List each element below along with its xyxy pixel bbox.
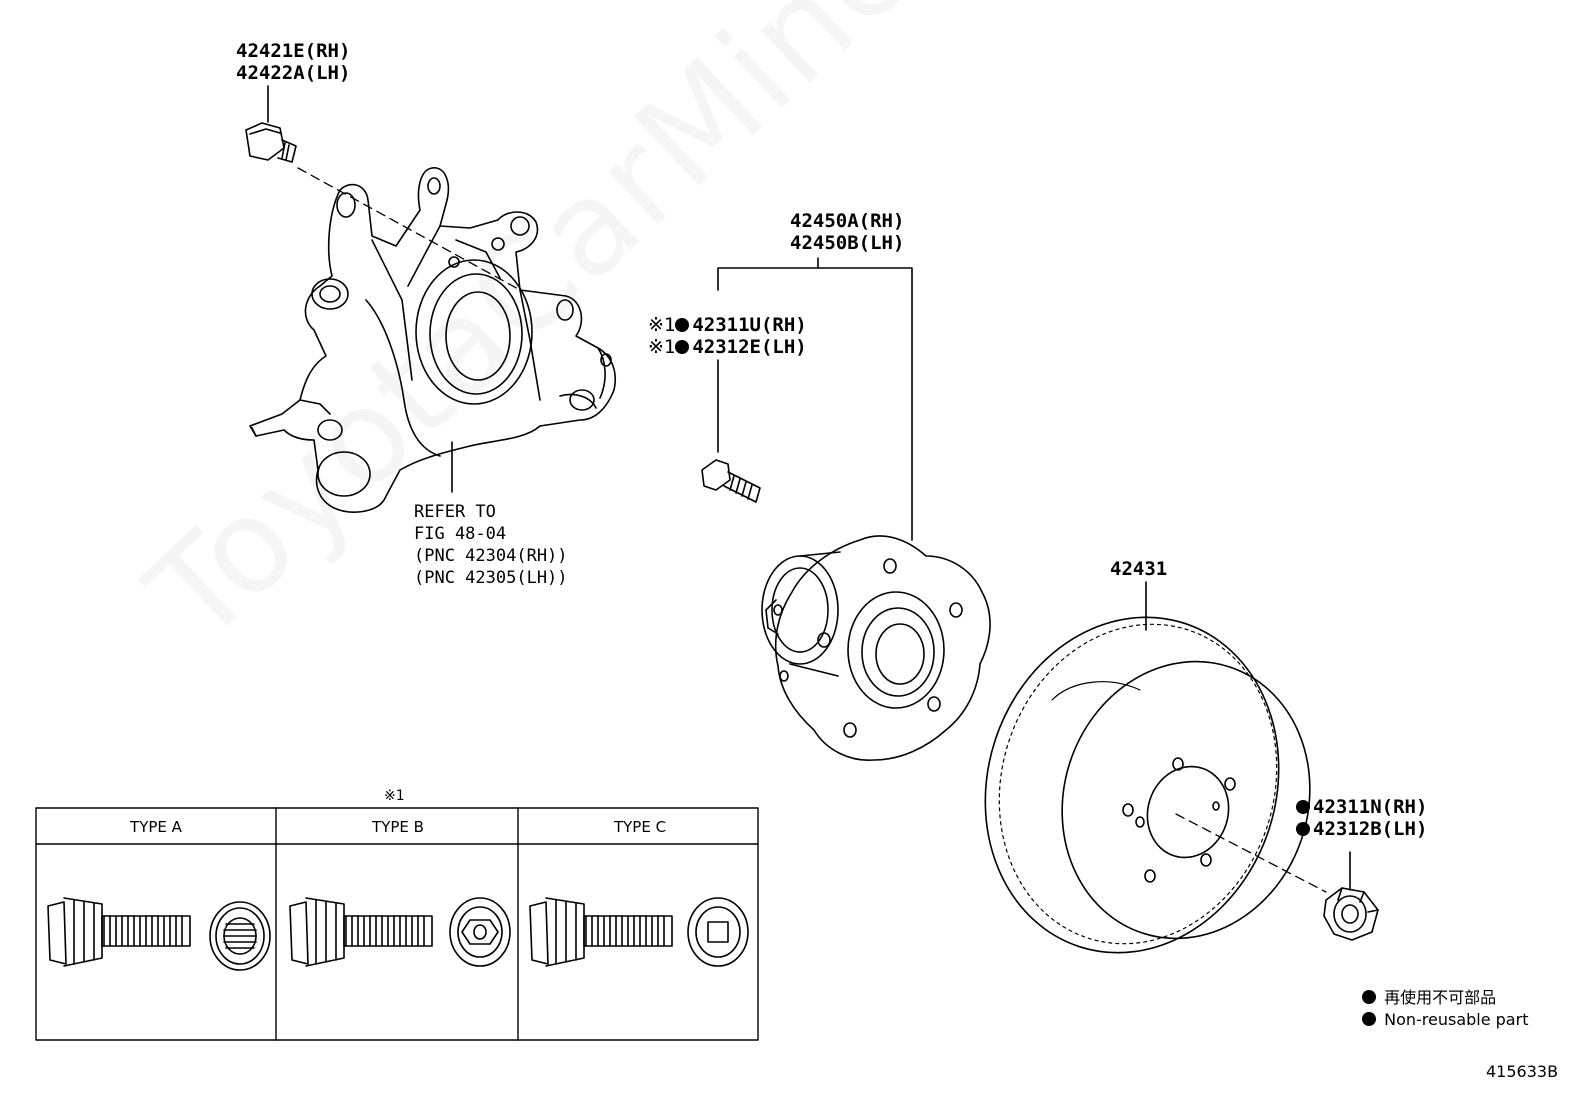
type-b-stud-icon (289, 897, 511, 967)
bolt-lh-label: 42422A(LH) (236, 62, 351, 84)
legend-en: Non-reusable part (1362, 1010, 1528, 1029)
hub-nut-icon (1323, 887, 1379, 941)
non-reusable-dot-icon (1362, 1010, 1379, 1029)
stud-mark: ※1 (648, 336, 676, 358)
brake-disc (984, 581, 1311, 954)
hub-lh-label: 42450B(LH) (790, 232, 905, 254)
stud-rh-label: ※1 42311U(RH) (648, 314, 807, 336)
hub-stud-icon (701, 459, 761, 503)
table-mark: ※1 (384, 788, 405, 804)
type-a-stud-icon (47, 897, 271, 971)
type-c-header: TYPE C (613, 818, 667, 836)
knuckle-refer-line-1: REFER TO (414, 502, 496, 522)
legend-jp: 再使用不可部品 (1362, 984, 1496, 1008)
non-reusable-dot-icon (1296, 796, 1313, 818)
stud-type-table (35, 807, 759, 1041)
stud-lh-text: 42312E(LH) (692, 336, 807, 358)
steering-knuckle (249, 167, 616, 513)
disc-label: 42431 (1110, 558, 1168, 580)
non-reusable-dot-icon (675, 314, 692, 336)
type-c-stud-icon (529, 897, 749, 967)
type-b-header: TYPE B (372, 818, 424, 836)
knuckle-refer-line-3: (PNC 42304(RH)) (414, 546, 568, 566)
type-a-header: TYPE A (130, 818, 182, 836)
stud-lh-label: ※1 42312E(LH) (648, 336, 807, 358)
knuckle-refer-line-2: FIG 48-04 (414, 524, 507, 544)
legend-jp-text: 再使用不可部品 (1384, 988, 1497, 1007)
legend-en-text: Non-reusable part (1384, 1010, 1529, 1029)
knuckle-bolt-icon (245, 85, 297, 163)
nut-lh-label: 42312B(LH) (1296, 818, 1427, 840)
nut-rh-text: 42311N(RH) (1313, 796, 1428, 818)
non-reusable-dot-icon (675, 336, 692, 358)
nut-rh-label: 42311N(RH) (1296, 796, 1427, 818)
non-reusable-dot-icon (1362, 988, 1379, 1007)
hub-bearing-assembly (761, 535, 991, 761)
hub-rh-label: 42450A(RH) (790, 210, 905, 232)
figure-id: 415633B (1486, 1062, 1559, 1081)
non-reusable-dot-icon (1296, 818, 1313, 840)
knuckle-refer-line-4: (PNC 42305(LH)) (414, 568, 568, 588)
bolt-rh-label: 42421E(RH) (236, 40, 351, 62)
stud-rh-text: 42311U(RH) (692, 314, 807, 336)
nut-lh-text: 42312B(LH) (1313, 818, 1428, 840)
stud-mark: ※1 (648, 314, 676, 336)
